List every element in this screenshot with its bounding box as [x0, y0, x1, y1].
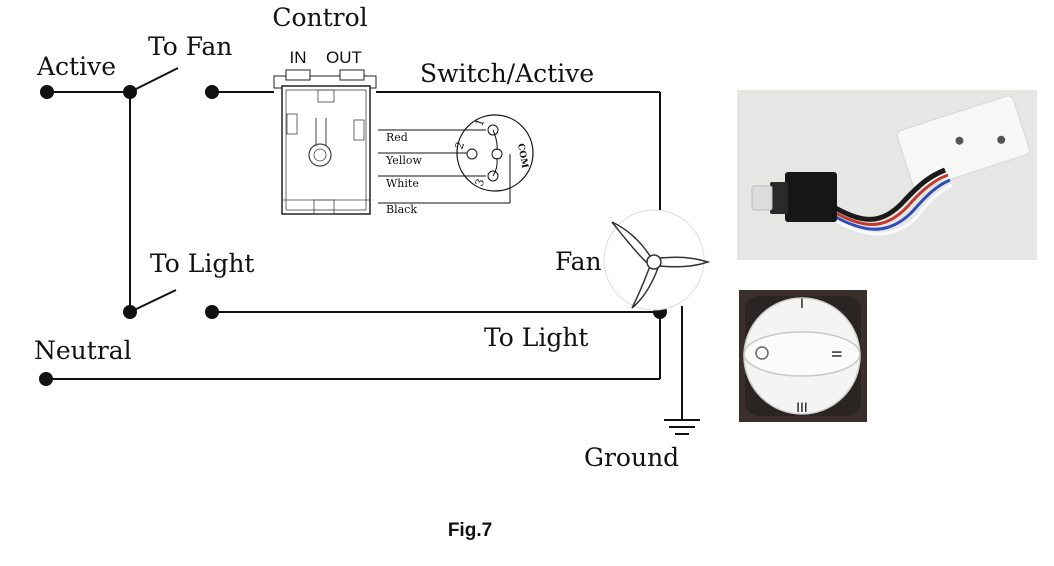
wire-color-yellow: Yellow: [385, 154, 422, 167]
wire-color-black: Black: [386, 203, 417, 216]
figure-caption: Fig.7: [447, 520, 493, 541]
knob-mark-1: I: [800, 295, 804, 311]
light-switch-blade: [129, 289, 177, 313]
switch-cable-photo: [737, 90, 1037, 260]
wire-color-red: Red: [386, 131, 408, 144]
fan-switch-blade: [129, 67, 179, 93]
switch-active-label: Switch/Active: [420, 59, 594, 88]
control-out-label: OUT: [326, 48, 362, 67]
switch-position-1: 1: [473, 117, 488, 128]
control-module: [273, 69, 377, 215]
rotary-switch-schematic: [378, 114, 534, 204]
control-label: Control: [272, 3, 367, 32]
control-in-label: IN: [290, 48, 307, 67]
to-light-left-label: To Light: [150, 249, 254, 278]
active-terminal: [40, 85, 54, 99]
fan-icon: [603, 209, 711, 311]
neutral-label: Neutral: [34, 336, 132, 365]
neutral-terminal: [39, 372, 53, 386]
knob-mark-3: III: [796, 399, 808, 415]
ground-label: Ground: [584, 443, 679, 472]
wire-color-white: White: [386, 177, 419, 190]
to-fan-label: To Fan: [148, 32, 232, 61]
rotary-knob-photo: I II III: [739, 290, 867, 422]
switch-com-label: COM: [515, 143, 529, 169]
active-label: Active: [36, 52, 116, 81]
switch-position-2: 2: [453, 140, 468, 151]
switch-position-3: 3: [473, 177, 488, 188]
knob-mark-2: II: [829, 350, 845, 358]
to-light-bottom-label: To Light: [484, 323, 588, 352]
fan-label: Fan: [555, 247, 602, 276]
